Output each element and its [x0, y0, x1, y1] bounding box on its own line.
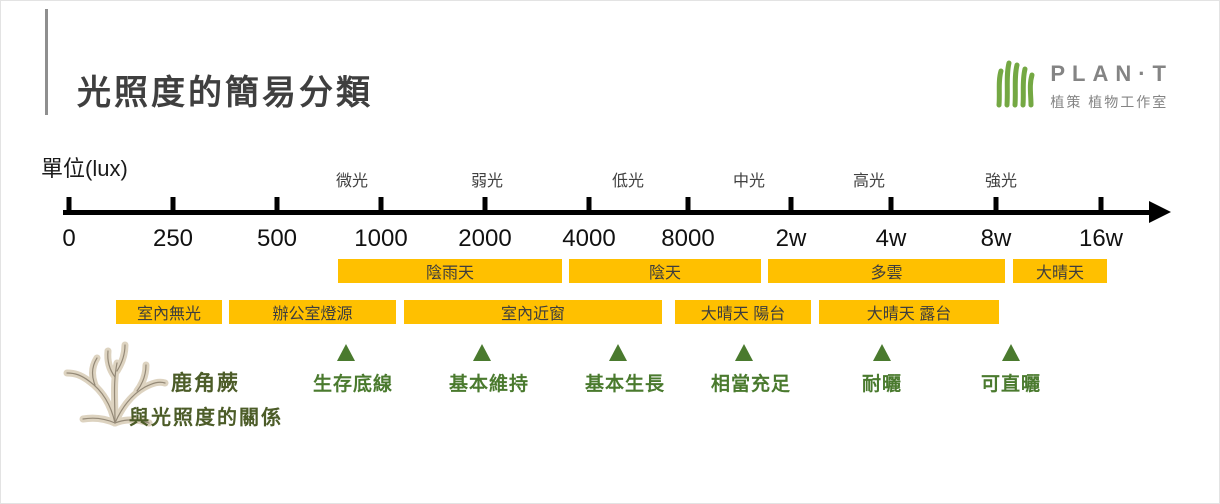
weather-bar-rainy: 陰雨天 — [338, 259, 562, 283]
plant-logo-icon — [994, 59, 1036, 114]
marker-triangle-icon — [1002, 344, 1020, 361]
fern-note-title: 鹿角蕨 — [171, 372, 240, 395]
axis-line — [63, 210, 1151, 215]
marker-triangle-icon — [609, 344, 627, 361]
axis-tick-label: 8w — [980, 225, 1012, 252]
title-accent-line — [45, 9, 48, 115]
brand-logo: PLAN·T 植策 植物工作室 — [994, 59, 1173, 114]
axis-tick-label: 0 — [62, 225, 76, 252]
light-level-label: 低光 — [611, 173, 645, 190]
light-level-label: 弱光 — [470, 173, 504, 190]
axis-tick — [378, 197, 384, 211]
fern-scale-label: 生存底線 — [312, 374, 394, 395]
fern-scale-label: 耐曬 — [861, 374, 903, 395]
axis-tick-label: 1000 — [354, 225, 408, 252]
axis-tick-label: 8000 — [661, 225, 715, 252]
axis-unit-label: 單位(lux) — [41, 156, 128, 181]
staghorn-fern-illustration — [59, 331, 171, 436]
light-level-label: 微光 — [335, 173, 369, 190]
axis-tick-label: 4000 — [562, 225, 616, 252]
weather-bar-overcast: 陰天 — [569, 259, 761, 283]
axis-tick — [993, 197, 999, 211]
axis-tick — [586, 197, 592, 211]
fern-scale-label: 可直曬 — [980, 374, 1042, 395]
axis-tick — [888, 197, 894, 211]
marker-triangle-icon — [873, 344, 891, 361]
axis-tick-label: 2000 — [458, 225, 512, 252]
light-level-label: 強光 — [984, 173, 1018, 190]
fern-scale-label: 相當充足 — [710, 374, 792, 395]
axis-tick — [685, 197, 691, 211]
fern-scale-label: 基本維持 — [448, 374, 530, 395]
axis-tick — [66, 197, 72, 211]
marker-triangle-icon — [473, 344, 491, 361]
weather-bar-sunny: 大晴天 — [1013, 259, 1107, 283]
axis-tick — [1098, 197, 1104, 211]
env-bar-indoor-dark: 室內無光 — [116, 300, 222, 324]
env-bar-near-window: 室內近窗 — [404, 300, 662, 324]
axis-tick-label: 16w — [1078, 225, 1124, 252]
axis-arrowhead-icon — [1149, 201, 1171, 223]
light-level-label: 中光 — [732, 173, 766, 190]
env-bar-office-light: 辦公室燈源 — [229, 300, 396, 324]
weather-bar-partlycloudy: 多雲 — [768, 259, 1005, 283]
axis-tick-label: 4w — [875, 225, 907, 252]
marker-triangle-icon — [735, 344, 753, 361]
axis-tick-label: 500 — [256, 225, 298, 252]
axis-tick-label: 250 — [152, 225, 194, 252]
axis-tick — [482, 197, 488, 211]
marker-triangle-icon — [337, 344, 355, 361]
logo-text: PLAN·T 植策 植物工作室 — [1050, 61, 1173, 112]
brand-subtitle: 植策 植物工作室 — [1050, 94, 1169, 110]
page-title: 光照度的簡易分類 — [77, 74, 373, 112]
axis-tick — [274, 197, 280, 211]
env-bar-sunny-balcony: 大晴天 陽台 — [675, 300, 811, 324]
env-bar-sunny-terrace: 大晴天 露台 — [819, 300, 999, 324]
light-level-label: 高光 — [852, 173, 886, 190]
fern-scale-label: 基本生長 — [584, 374, 666, 395]
axis-tick — [170, 197, 176, 211]
fern-note-subtitle: 與光照度的關係 — [129, 407, 283, 429]
axis-tick-label: 2w — [775, 225, 807, 252]
axis-tick — [788, 197, 794, 211]
brand-name: PLAN·T — [1050, 61, 1173, 86]
